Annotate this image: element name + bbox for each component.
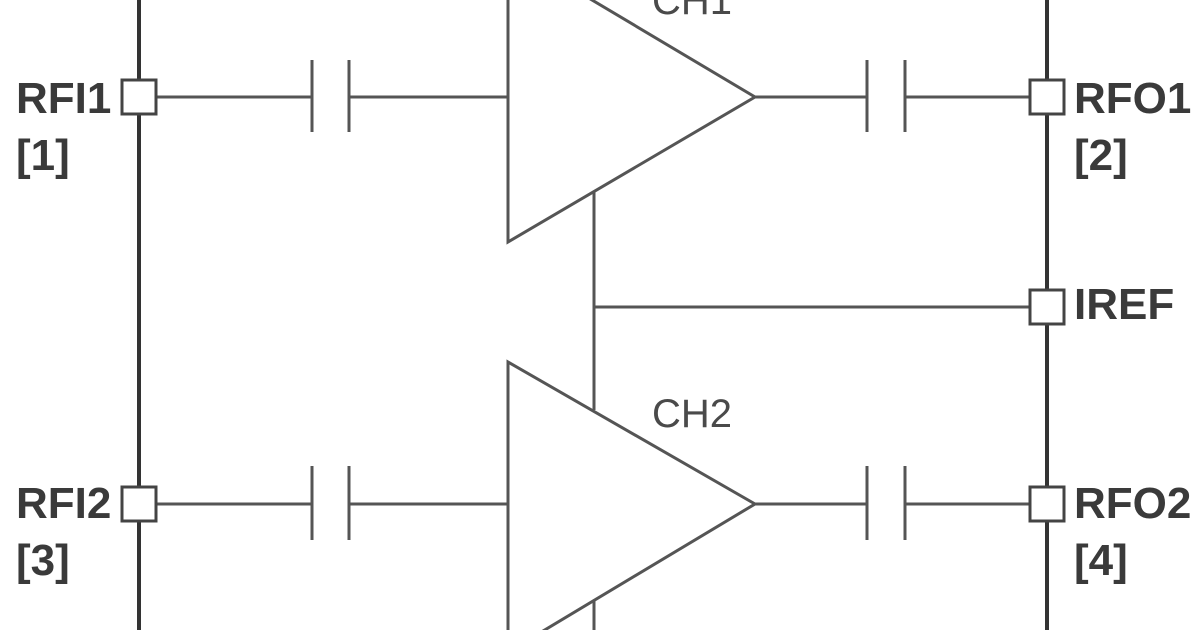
ch2-input-capacitor xyxy=(310,466,351,540)
iref-pin-name: IREF xyxy=(1074,280,1174,329)
rfo1-pin-number: [2] xyxy=(1074,131,1128,180)
channel-1-path xyxy=(157,0,1029,245)
ch1-amplifier-triangle xyxy=(506,0,758,245)
rfi1-pin-number: [1] xyxy=(16,131,70,180)
rfi2-pin-name: RFI2 xyxy=(16,479,111,528)
rfi2-pin-pad xyxy=(120,485,158,523)
rfo2-pin-name: RFO2 xyxy=(1074,479,1191,528)
iref-bias-network xyxy=(592,192,1029,630)
ch2-output-capacitor xyxy=(865,466,907,540)
rfi2-pin-number: [3] xyxy=(16,536,70,585)
channel-2-path xyxy=(157,359,1029,630)
ch1-output-capacitor xyxy=(865,60,907,132)
rfo1-pin-name: RFO1 xyxy=(1074,74,1191,123)
ch2-label: CH2 xyxy=(652,392,732,436)
ch2-amplifier-triangle xyxy=(506,359,758,630)
rfi1-pin-name: RFI1 xyxy=(16,74,111,123)
ch1-label: CH1 xyxy=(652,0,732,23)
rfo1-pin-pad xyxy=(1028,78,1066,116)
iref-pin-pad xyxy=(1028,288,1066,326)
rfo2-pin-pad xyxy=(1028,485,1066,523)
rfo2-pin-number: [4] xyxy=(1074,536,1128,585)
ch1-input-capacitor xyxy=(310,60,351,132)
rfi1-pin-pad xyxy=(120,78,158,116)
